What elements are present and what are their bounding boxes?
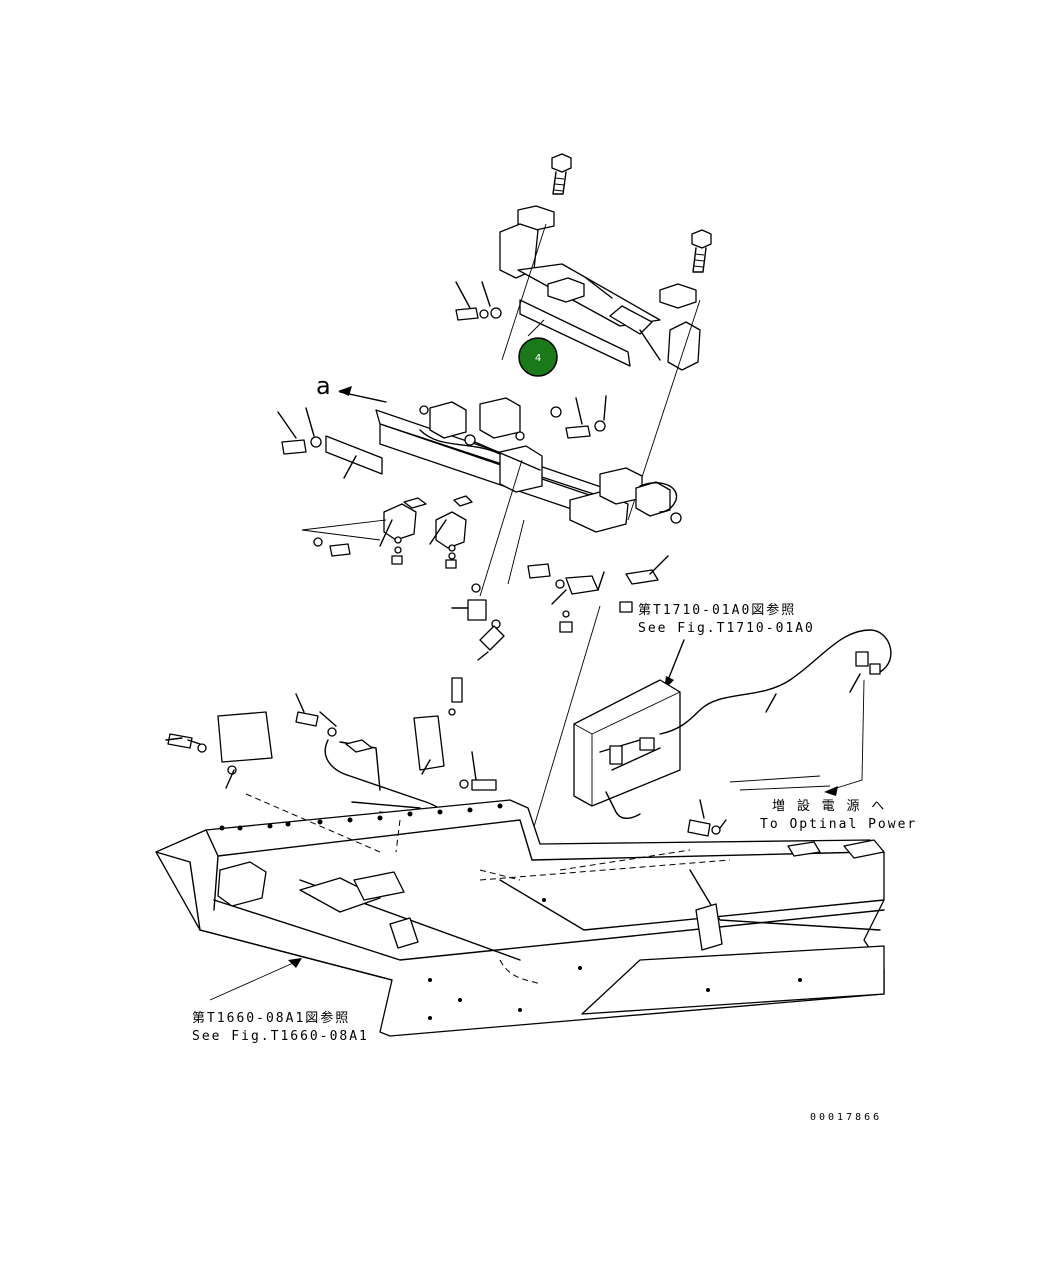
- svg-text:a: a: [316, 372, 331, 400]
- svg-text:第T1660-08A1図参照: 第T1660-08A1図参照: [192, 1010, 350, 1026]
- top-bolt-left: [551, 153, 572, 195]
- svg-text:See Fig.T1710-01A0: See Fig.T1710-01A0: [638, 621, 815, 636]
- reference-t1660[interactable]: 第T1660-08A1図参照 See Fig.T1660-08A1: [192, 1010, 369, 1044]
- reference-power[interactable]: 増 設 電 源 へ To Optinal Power: [760, 798, 917, 832]
- drawing-number: 00017866: [810, 1112, 882, 1123]
- svg-text:4: 4: [535, 353, 541, 364]
- svg-text:See Fig.T1660-08A1: See Fig.T1660-08A1: [192, 1029, 369, 1044]
- middle-frame: [375, 397, 682, 533]
- callout-4[interactable]: 4: [518, 337, 558, 377]
- svg-text:第T1710-01A0図参照: 第T1710-01A0図参照: [638, 602, 796, 618]
- reference-t1710[interactable]: 第T1710-01A0図参照 See Fig.T1710-01A0: [638, 602, 815, 690]
- svg-text:増 設 電 源 へ: 増 設 電 源 へ: [772, 798, 886, 814]
- bolt-washer-frame-right: [565, 395, 607, 439]
- controller-box: [573, 629, 892, 819]
- mount-brackets-left: [301, 495, 473, 569]
- lower-bolts-center: [413, 677, 727, 837]
- bolt-washer-left: [277, 407, 322, 455]
- mount-brackets-right: [523, 555, 669, 861]
- upper-bracket: [499, 205, 701, 371]
- bolt-washer-upper-left: [455, 281, 502, 321]
- main-chassis-frame: [155, 793, 885, 1037]
- center-bolts: [451, 459, 525, 661]
- lower-bolts-left: [165, 693, 337, 789]
- top-bolt-right: [691, 229, 712, 273]
- svg-text:To Optinal Power: To Optinal Power: [760, 817, 917, 832]
- view-marker-a-top: a: [316, 372, 387, 403]
- cover-plate-left: [325, 435, 383, 479]
